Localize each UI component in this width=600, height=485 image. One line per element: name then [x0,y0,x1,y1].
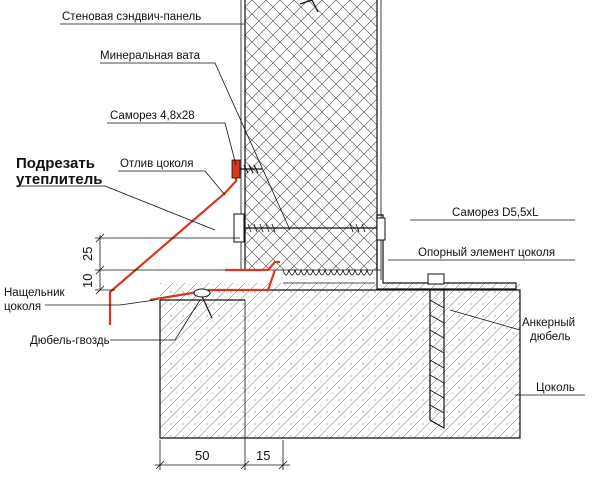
label-cover-strip-line2: цоколя [4,301,41,313]
support-element [376,214,517,290]
label-plinth: Цоколь [536,382,575,394]
vertical-dimensions [95,233,240,295]
label-support-element: Опорный элемент цоколя [418,247,555,259]
horizontal-dimensions [155,300,290,470]
seal-strip [282,268,375,284]
label-cut-insulation-line2: утеплитель [16,171,102,188]
label-cut-insulation-line1: Подрезать [16,155,95,172]
dim-vertical-upper: 25 [80,247,95,261]
dim-vertical-lower: 10 [80,274,95,288]
plinth-block [159,283,521,439]
dim-horizontal-left: 50 [195,448,209,463]
label-mineral-wool: Минеральная вата [100,50,201,62]
label-screw-large: Саморез D5,5xL [452,207,539,219]
nail-dowel [193,288,213,319]
dim-horizontal-right: 15 [256,448,270,463]
label-anchor-dowel-line2: дюбель [530,331,571,343]
screw-small [231,159,262,179]
label-nail-dowel: Дюбель-гвоздь [30,335,110,347]
screw-large [233,213,386,243]
label-cover-strip-line1: Нащельник [4,287,66,299]
label-drip-flashing: Отлив цоколя [120,158,194,170]
label-screw-small: Саморез 4,8x28 [110,110,195,122]
sandwich-panel [240,0,382,280]
anchor-dowel [427,273,445,430]
label-sandwich-panel: Стеновая сэндвич-панель [62,11,201,23]
label-anchor-dowel-line1: Анкерный [522,317,575,329]
leader-lines [16,23,585,396]
